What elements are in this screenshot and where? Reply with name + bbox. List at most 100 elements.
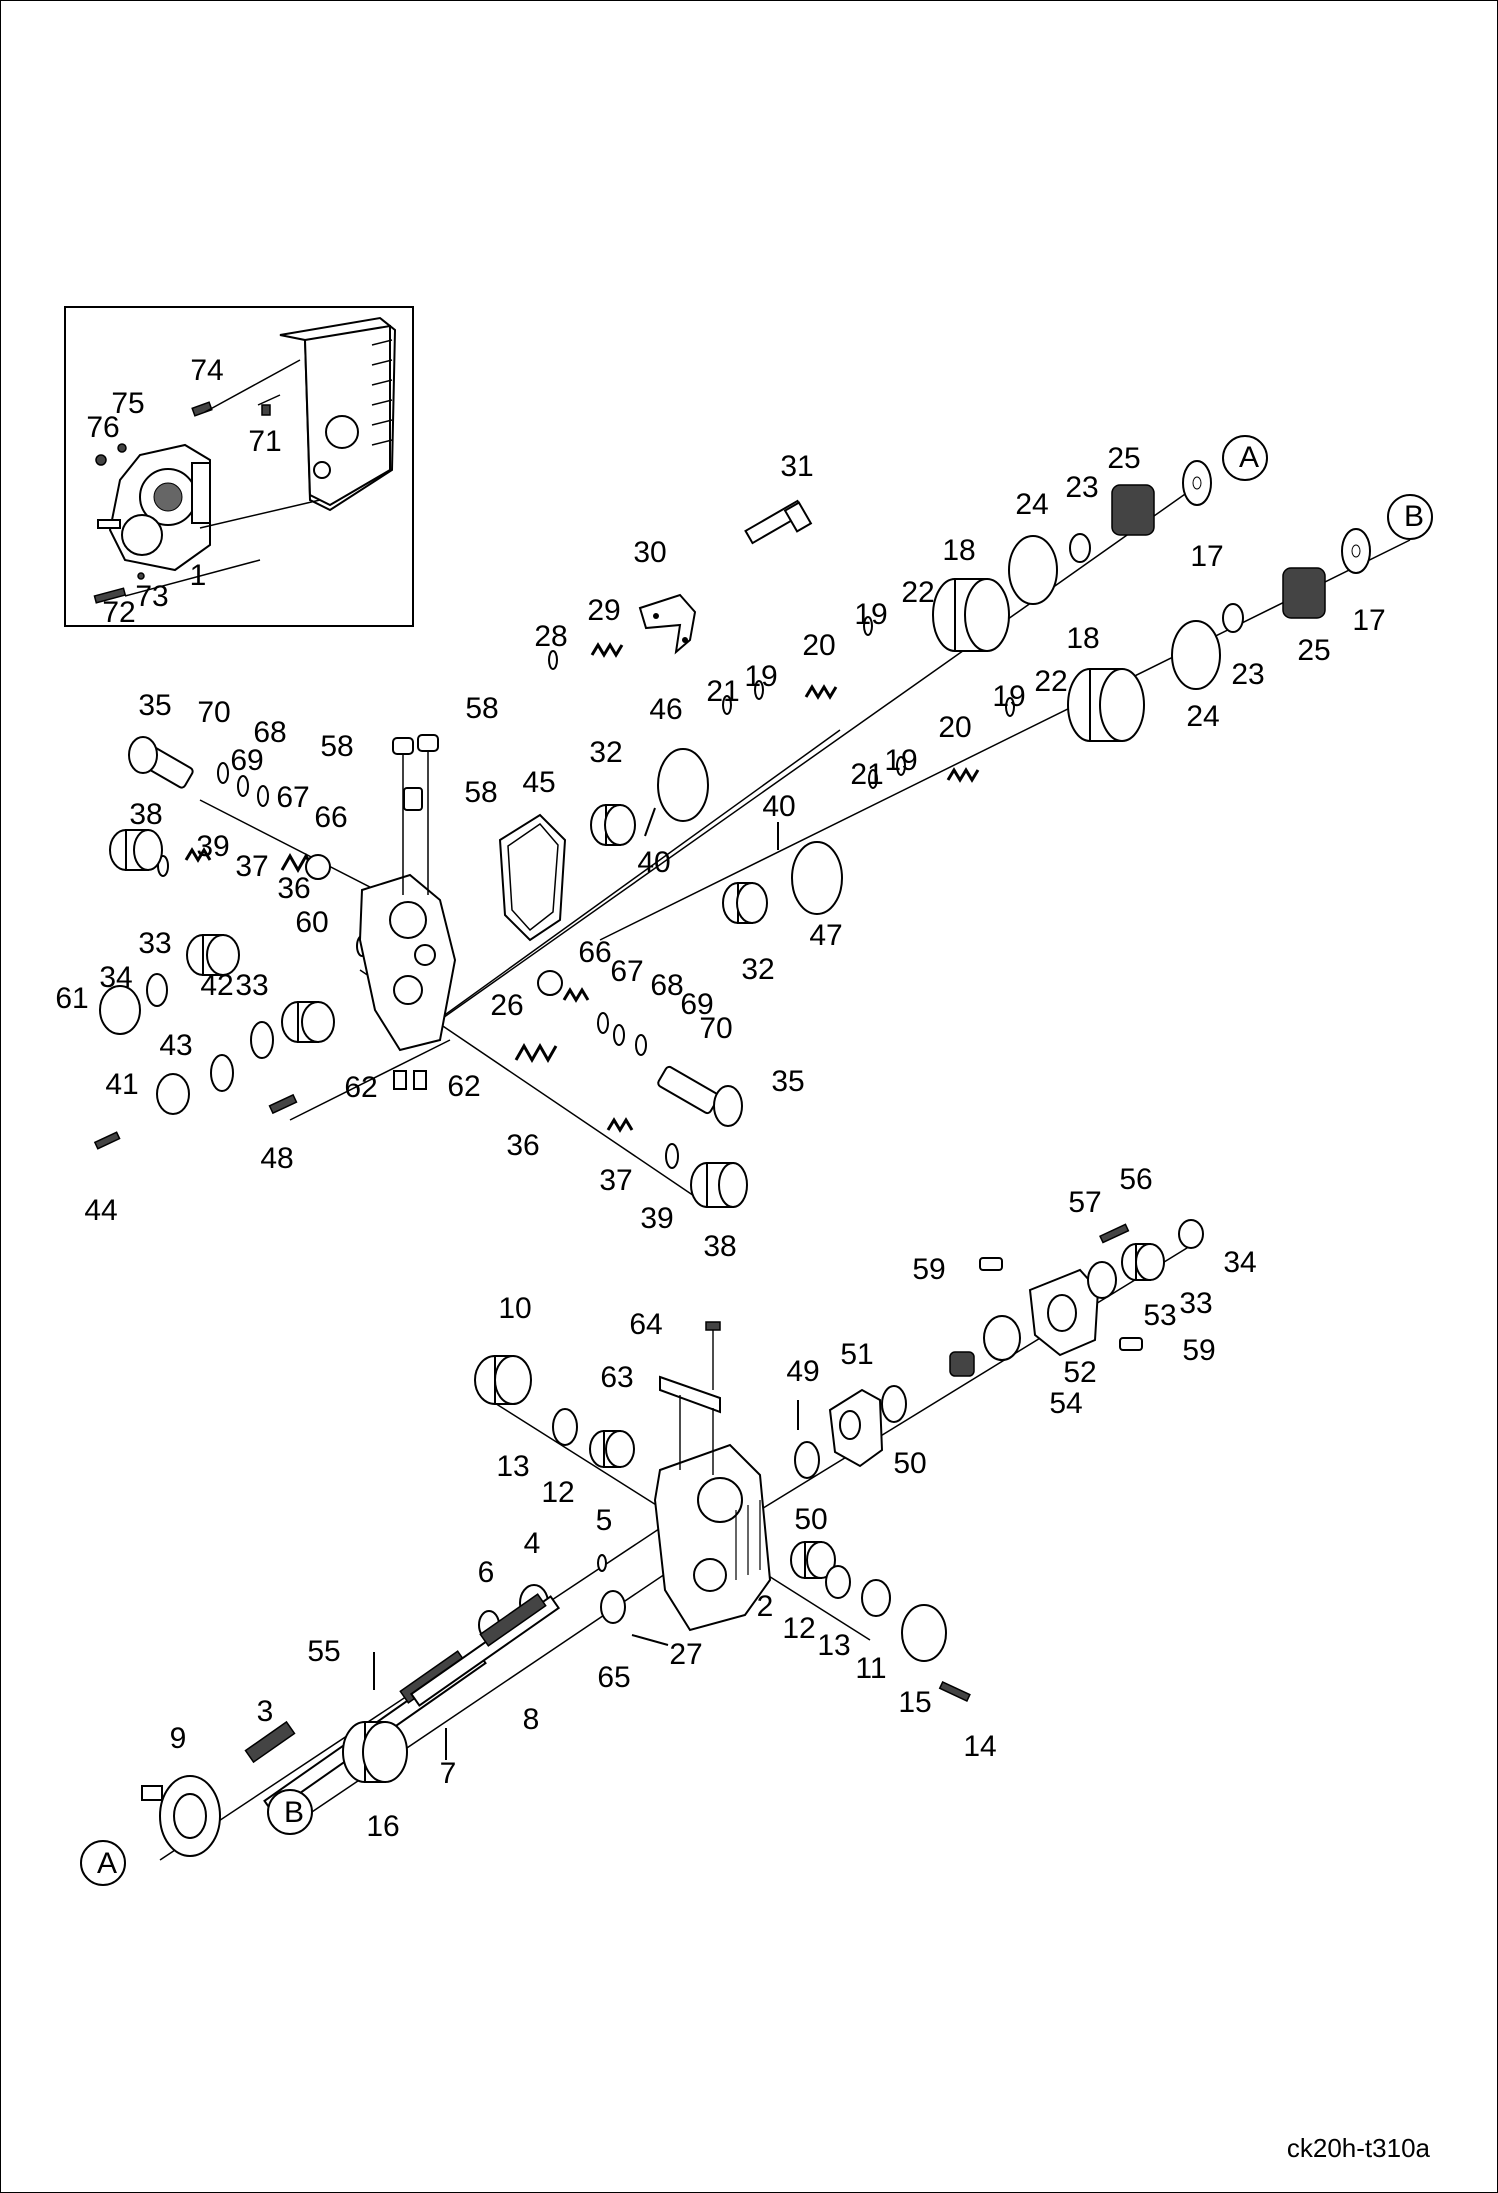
part-label-31: 31 <box>780 450 813 483</box>
part-label-19: 19 <box>992 680 1025 713</box>
part-label-13: 13 <box>496 1450 529 1483</box>
part-label-12: 12 <box>782 1612 815 1645</box>
part-label-32: 32 <box>741 953 774 986</box>
part-label-70: 70 <box>197 696 230 729</box>
part-label-58: 58 <box>465 692 498 725</box>
part-label-50: 50 <box>794 1503 827 1536</box>
part-label-34: 34 <box>99 961 132 994</box>
part-label-B: B <box>1404 500 1424 533</box>
part-label-29: 29 <box>587 594 620 627</box>
part-label-9: 9 <box>170 1722 187 1755</box>
part-label-62: 62 <box>447 1070 480 1103</box>
part-label-3: 3 <box>257 1695 274 1728</box>
part-label-A: A <box>97 1847 117 1880</box>
part-label-20: 20 <box>802 629 835 662</box>
part-label-51: 51 <box>840 1338 873 1371</box>
part-label-38: 38 <box>703 1230 736 1263</box>
part-label-68: 68 <box>650 969 683 1002</box>
part-label-54: 54 <box>1049 1387 1082 1420</box>
part-label-58: 58 <box>320 730 353 763</box>
part-label-11: 11 <box>855 1652 886 1685</box>
housing-assembly <box>141 1219 1204 1861</box>
part-label-20: 20 <box>938 711 971 744</box>
part-label-10: 10 <box>498 1292 531 1325</box>
part-label-19: 19 <box>884 744 917 777</box>
charge-pump-assembly <box>93 460 1411 1208</box>
part-label-69: 69 <box>230 744 263 777</box>
part-label-26: 26 <box>490 989 523 1022</box>
part-label-36: 36 <box>506 1129 539 1162</box>
part-label-60: 60 <box>295 906 328 939</box>
part-label-23: 23 <box>1231 658 1264 691</box>
callout-circles <box>80 435 1433 1886</box>
part-label-35: 35 <box>138 689 171 722</box>
drawing-code: ck20h-t310a <box>1287 2133 1431 2163</box>
part-label-25: 25 <box>1107 442 1140 475</box>
part-label-22: 22 <box>901 576 934 609</box>
part-label-64: 64 <box>629 1308 662 1341</box>
part-label-56: 56 <box>1119 1163 1152 1196</box>
part-label-25: 25 <box>1297 634 1330 667</box>
part-label-69: 69 <box>680 988 713 1021</box>
part-label-67: 67 <box>610 955 643 988</box>
part-label-75: 75 <box>111 387 144 420</box>
part-label-48: 48 <box>260 1142 293 1175</box>
part-label-40: 40 <box>762 790 795 823</box>
part-label-2: 2 <box>757 1590 774 1623</box>
part-label-13: 13 <box>817 1629 850 1662</box>
part-label-34: 34 <box>1223 1246 1256 1279</box>
part-label-50: 50 <box>893 1447 926 1480</box>
inset-view <box>64 306 414 627</box>
part-label-8: 8 <box>523 1703 540 1736</box>
part-label-76: 76 <box>86 411 119 444</box>
part-label-47: 47 <box>809 919 842 952</box>
part-label-39: 39 <box>196 830 229 863</box>
part-label-39: 39 <box>640 1202 673 1235</box>
part-label-15: 15 <box>898 1686 931 1719</box>
part-label-6: 6 <box>478 1556 495 1589</box>
part-label-24: 24 <box>1186 700 1219 733</box>
part-label-17: 17 <box>1352 604 1385 637</box>
part-label-45: 45 <box>522 766 555 799</box>
part-label-17: 17 <box>1190 540 1223 573</box>
part-label-71: 71 <box>248 425 281 458</box>
part-label-38: 38 <box>129 798 162 831</box>
part-label-35: 35 <box>771 1065 804 1098</box>
part-label-19: 19 <box>744 660 777 693</box>
part-label-22: 22 <box>1034 665 1067 698</box>
part-label-61: 61 <box>55 982 88 1015</box>
part-label-74: 74 <box>190 354 223 387</box>
part-label-21: 21 <box>850 758 883 791</box>
part-label-59: 59 <box>1182 1334 1215 1367</box>
part-label-67: 67 <box>276 781 309 814</box>
part-label-37: 37 <box>235 850 268 883</box>
part-label-36: 36 <box>277 872 310 905</box>
part-label-27: 27 <box>669 1638 702 1671</box>
part-label-73: 73 <box>135 580 168 613</box>
part-label-24: 24 <box>1015 488 1048 521</box>
part-label-33: 33 <box>1179 1287 1212 1320</box>
part-label-37: 37 <box>599 1164 632 1197</box>
part-label-19: 19 <box>854 598 887 631</box>
part-label-72: 72 <box>102 596 135 629</box>
part-label-70: 70 <box>699 1012 732 1045</box>
part-label-59: 59 <box>912 1253 945 1286</box>
part-label-21: 21 <box>706 675 739 708</box>
part-label-58: 58 <box>464 776 497 809</box>
part-label-66: 66 <box>578 936 611 969</box>
part-label-33: 33 <box>138 927 171 960</box>
part-label-7: 7 <box>440 1757 457 1790</box>
part-label-32: 32 <box>589 736 622 769</box>
part-label-40: 40 <box>637 846 670 879</box>
part-label-4: 4 <box>524 1527 541 1560</box>
part-label-63: 63 <box>600 1361 633 1394</box>
part-label-53: 53 <box>1143 1299 1176 1332</box>
part-label-A: A <box>1239 441 1259 474</box>
part-label-46: 46 <box>649 693 682 726</box>
part-label-52: 52 <box>1063 1356 1096 1389</box>
part-label-1: 1 <box>190 559 207 592</box>
part-label-49: 49 <box>786 1355 819 1388</box>
part-label-28: 28 <box>534 620 567 653</box>
